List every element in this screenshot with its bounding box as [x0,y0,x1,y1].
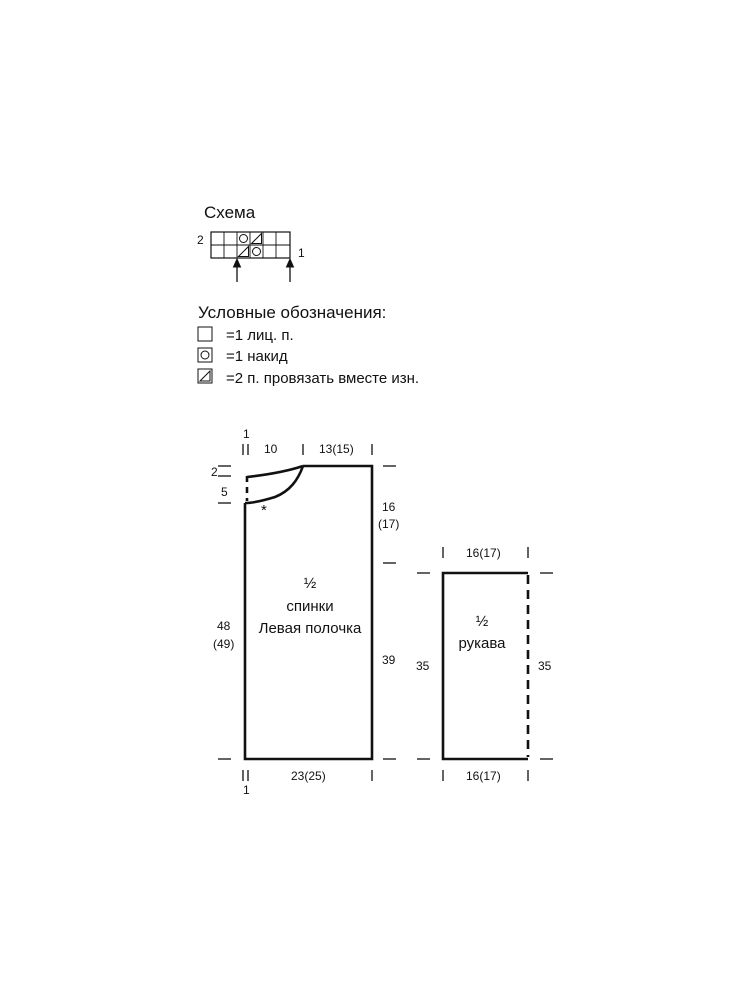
yarn-over-icon [239,234,248,243]
purl-two-together-icon [237,245,249,257]
purl-two-together-icon [198,369,211,382]
legend-item: =1 накид [197,347,288,365]
repeat-arrows [232,257,295,282]
arrow-up-icon [285,257,295,268]
body-label-half: ½ [304,575,317,592]
body-label-back: спинки [286,598,333,615]
scheme-grid [210,231,291,259]
sleeve-bottom-width-label: 16(17) [466,769,501,783]
arrow-up-icon [232,257,242,268]
body-label-front: Левая полочка [259,620,362,637]
scheme-row-1-label: 1 [298,246,305,260]
legend-item: =2 п. провязать вместе изн. [197,368,419,387]
purl-two-together-icon [250,232,262,244]
neck-depth-front-label: 5 [221,485,228,499]
shoulder-width-label: 13(15) [319,442,354,456]
sleeve-pattern-outline [441,571,530,761]
legend-text: =1 накид [226,348,288,365]
yarn-over-icon [200,350,210,360]
sleeve-dimension-ticks [417,547,553,781]
legend-text: =2 п. провязать вместе изн. [226,370,419,387]
scheme-row-2-label: 2 [197,233,204,247]
armhole-height-label: 16 [382,500,396,514]
armhole-height-alt-label: (17) [378,517,399,531]
legend-text: =1 лиц. п. [226,327,294,344]
sleeve-label-half: ½ [476,613,489,630]
scheme-title: Схема [204,203,256,222]
sleeve-label: рукава [458,635,506,652]
body-dimension-ticks [218,444,396,781]
total-height-alt-label: (49) [213,637,234,651]
knit-stitch-icon [197,326,213,342]
legend-item: =1 лиц. п. [197,326,294,344]
body-pattern-outline [243,464,374,761]
yarn-over-icon [252,247,261,256]
side-height-label: 39 [382,653,396,667]
total-height-label: 48 [217,619,231,633]
legend-title: Условные обозначения: [198,303,386,322]
mark-top: 1 [243,427,250,441]
asterisk-mark: * [261,502,267,519]
neck-depth-top-label: 2 [211,465,218,479]
sleeve-top-width-label: 16(17) [466,546,501,560]
neck-width-label: 10 [264,442,278,456]
bottom-width-label: 23(25) [291,769,326,783]
mark-bottom: 1 [243,783,250,797]
sleeve-right-height-label: 35 [538,659,552,673]
sleeve-left-height-label: 35 [416,659,430,673]
